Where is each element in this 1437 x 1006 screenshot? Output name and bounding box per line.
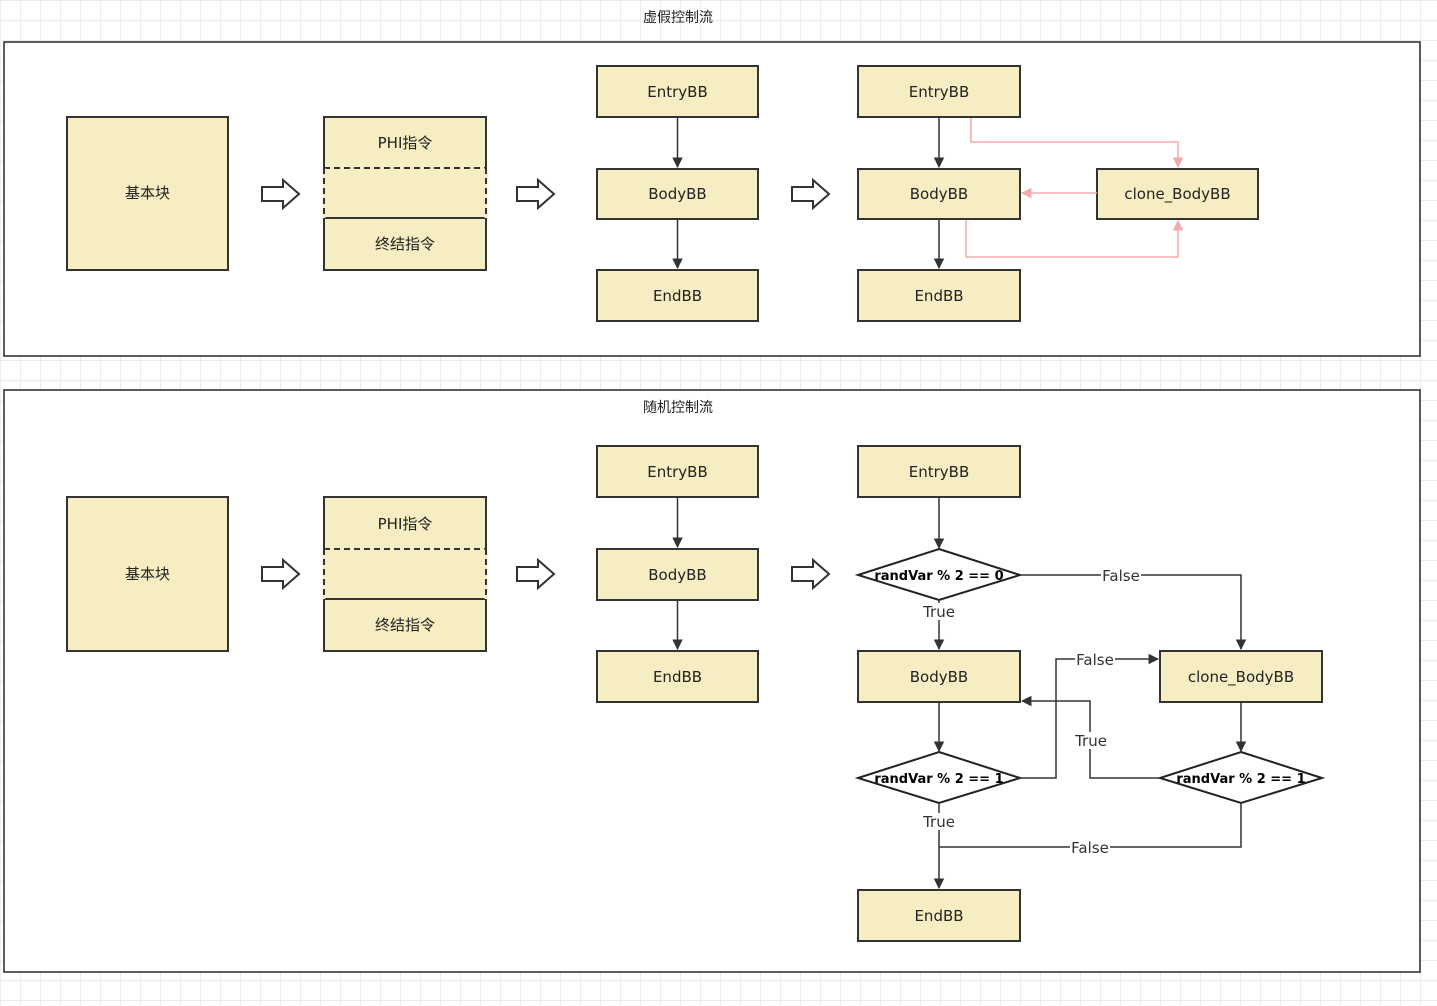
body-bb-node[interactable]: BodyBB <box>596 168 759 220</box>
edge-arrow <box>1020 574 1247 651</box>
end-bb-node[interactable]: EndBB <box>596 650 759 703</box>
condition-diamond-1[interactable]: randVar % 2 == 0 <box>854 547 1024 602</box>
end-bb-node[interactable]: EndBB <box>857 889 1021 942</box>
body-bb-node[interactable]: BodyBB <box>857 650 1021 703</box>
condition-label: randVar % 2 == 1 <box>874 772 1003 787</box>
pink-edge-arrow <box>970 118 1184 169</box>
node-label: BodyBB <box>910 668 968 686</box>
edge-label-false: False <box>1102 567 1140 585</box>
transform-arrow-icon <box>516 557 556 591</box>
node-label: clone_BodyBB <box>1124 185 1230 204</box>
basic-block-bottom[interactable]: 基本块 <box>66 496 229 652</box>
node-label: BodyBB <box>648 566 706 584</box>
edge-label-false: False <box>1071 839 1109 857</box>
condition-label: randVar % 2 == 0 <box>874 569 1003 584</box>
node-label: EndBB <box>653 287 702 305</box>
end-bb-node[interactable]: EndBB <box>857 269 1021 322</box>
panel-title-top: 虚假控制流 <box>643 10 713 26</box>
clone-body-bb-node[interactable]: clone_BodyBB <box>1159 650 1323 703</box>
terminator-label: 终结指令 <box>375 235 435 253</box>
basic-block-label: 基本块 <box>125 565 170 583</box>
node-label: EntryBB <box>647 83 708 101</box>
transform-arrow-icon <box>261 177 301 211</box>
basic-block-top[interactable]: 基本块 <box>66 116 229 271</box>
split-block-top[interactable]: PHI指令 终结指令 <box>322 116 488 271</box>
node-label: clone_BodyBB <box>1188 668 1294 687</box>
node-label: EntryBB <box>909 83 970 101</box>
transform-arrow-icon <box>791 557 831 591</box>
end-bb-node[interactable]: EndBB <box>596 269 759 322</box>
node-label: EndBB <box>914 907 963 925</box>
transform-arrow-icon <box>261 557 301 591</box>
entry-bb-node[interactable]: EntryBB <box>596 445 759 498</box>
edge-label-true: True <box>922 813 955 831</box>
body-bb-node[interactable]: BodyBB <box>857 168 1021 220</box>
clone-body-bb-node[interactable]: clone_BodyBB <box>1096 168 1259 220</box>
node-label: EntryBB <box>909 463 970 481</box>
split-block-bottom[interactable]: PHI指令 终结指令 <box>322 496 488 652</box>
edge-line <box>939 803 1242 848</box>
edge-label-true: True <box>1074 732 1107 750</box>
terminator-label: 终结指令 <box>375 616 435 634</box>
node-label: BodyBB <box>648 185 706 203</box>
basic-block-label: 基本块 <box>125 184 170 202</box>
condition-label: randVar % 2 == 1 <box>1176 772 1305 787</box>
edge-label-false: False <box>1076 651 1114 669</box>
phi-label: PHI指令 <box>378 134 433 152</box>
edge-label-true: True <box>922 603 955 621</box>
body-bb-node[interactable]: BodyBB <box>596 548 759 601</box>
panel-title-bottom: 随机控制流 <box>643 400 713 416</box>
entry-bb-node[interactable]: EntryBB <box>857 445 1021 498</box>
transform-arrow-icon <box>516 177 556 211</box>
node-label: EndBB <box>653 668 702 686</box>
pink-edge-arrow <box>965 219 1184 258</box>
entry-bb-node[interactable]: EntryBB <box>857 65 1021 118</box>
node-label: EntryBB <box>647 463 708 481</box>
transform-arrow-icon <box>791 177 831 211</box>
entry-bb-node[interactable]: EntryBB <box>596 65 759 118</box>
node-label: BodyBB <box>910 185 968 203</box>
node-label: EndBB <box>914 287 963 305</box>
phi-label: PHI指令 <box>378 515 433 533</box>
